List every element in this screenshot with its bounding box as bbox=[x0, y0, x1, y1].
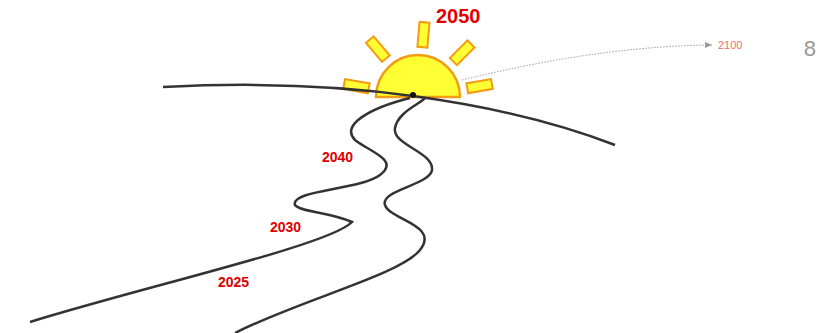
sun-ray bbox=[366, 36, 390, 62]
year-label: 2025 bbox=[218, 274, 249, 291]
year-label: 2040 bbox=[322, 149, 353, 166]
year-label: 2100 bbox=[718, 39, 742, 52]
sun-ray bbox=[466, 79, 492, 93]
page-number: 8 bbox=[804, 36, 816, 62]
road-edge bbox=[235, 98, 432, 333]
sun-ray bbox=[417, 22, 429, 48]
road-edge bbox=[30, 98, 410, 322]
sun-ray bbox=[450, 40, 475, 65]
dotted-arrow bbox=[462, 45, 712, 80]
sun bbox=[376, 55, 460, 97]
year-label: 2030 bbox=[270, 219, 301, 236]
vanishing-dot bbox=[410, 92, 416, 98]
horizon-line bbox=[163, 85, 615, 145]
year-label: 2050 bbox=[436, 4, 481, 28]
